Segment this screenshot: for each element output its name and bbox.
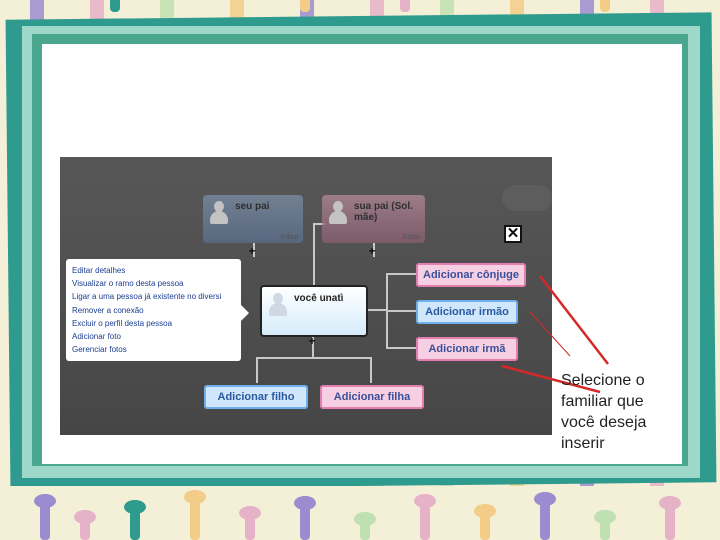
add-parent-icon[interactable]: + xyxy=(248,244,256,258)
connector xyxy=(256,357,372,359)
connector xyxy=(253,243,255,257)
father-card[interactable]: seu pai Editar xyxy=(203,195,303,243)
arrow-to-sister xyxy=(501,364,601,394)
person-avatar-icon xyxy=(328,201,348,225)
menu-item-view-branch[interactable]: Visualizar o ramo desta pessoa xyxy=(72,279,184,289)
connector xyxy=(364,309,386,311)
add-daughter-button[interactable]: Adicionar filha xyxy=(320,385,424,409)
father-edit-link[interactable]: Editar xyxy=(280,234,299,241)
zoom-control-ghost xyxy=(502,185,552,211)
mother-edit-link[interactable]: Editar xyxy=(402,234,421,241)
decorative-pegs xyxy=(0,486,720,540)
instruction-caption: Selecione o familiar que você deseja ins… xyxy=(561,372,647,452)
connector xyxy=(256,357,258,383)
menu-item-remove-connection[interactable]: Remover a conexão xyxy=(72,305,144,315)
you-name: você unatì xyxy=(294,293,344,304)
connector xyxy=(386,310,416,312)
add-parent-icon[interactable]: + xyxy=(368,244,376,258)
add-son-button[interactable]: Adicionar filho xyxy=(204,385,308,409)
father-name: seu pai xyxy=(235,201,270,212)
menu-item-manage-photos[interactable]: Gerenciar fotos xyxy=(72,345,127,355)
connector xyxy=(313,225,315,285)
connector xyxy=(386,347,416,349)
add-sister-button[interactable]: Adicionar irmã xyxy=(416,337,518,361)
connector xyxy=(313,223,325,225)
mother-name: sua pai (Sol. mãe) xyxy=(354,201,413,223)
person-avatar-icon xyxy=(268,293,288,317)
mother-card[interactable]: sua pai (Sol. mãe) Editar xyxy=(322,195,425,243)
menu-item-add-photo[interactable]: Adicionar foto xyxy=(72,332,121,342)
family-tree-screenshot: seu pai Editar + sua pai (Sol. mãe) Edit… xyxy=(60,157,552,435)
arrow-to-brother xyxy=(529,311,571,357)
context-menu: Editar detalhes Visualizar o ramo desta … xyxy=(66,259,249,361)
connector xyxy=(373,243,375,257)
arrow-to-spouse xyxy=(539,275,609,365)
add-spouse-button[interactable]: Adicionar cônjuge xyxy=(416,263,526,287)
connector xyxy=(312,333,314,357)
add-brother-button[interactable]: Adicionar irmão xyxy=(416,300,518,324)
person-avatar-icon xyxy=(209,201,229,225)
menu-item-link-existing[interactable]: Ligar a uma pessoa já existente no diver… xyxy=(72,292,222,302)
menu-item-delete-profile[interactable]: Excluir o perfil desta pessoa xyxy=(72,318,173,328)
close-icon[interactable]: ✕ xyxy=(504,225,522,243)
menu-item-edit-details[interactable]: Editar detalhes xyxy=(72,266,126,275)
you-card[interactable]: você unatì xyxy=(260,285,368,337)
connector xyxy=(386,273,416,275)
add-relative-icon[interactable]: + xyxy=(308,334,316,348)
title-area xyxy=(42,44,682,140)
connector xyxy=(370,357,372,383)
